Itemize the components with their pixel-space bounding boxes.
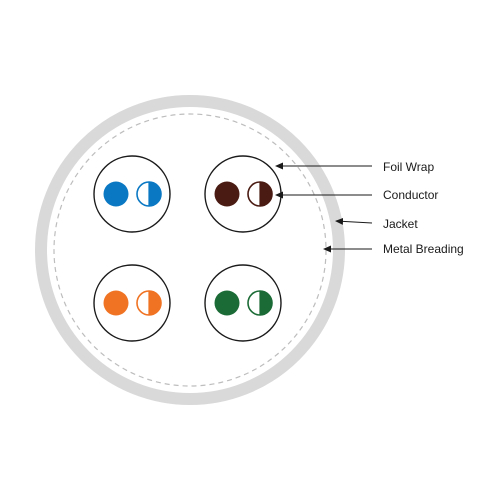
green-pair	[204, 264, 282, 342]
green-pair-foil-wrap	[204, 264, 282, 342]
brown-pair	[204, 155, 282, 233]
orange-pair-solid-conductor	[103, 290, 129, 316]
orange-pair	[93, 264, 171, 342]
metal-breading-label: Metal Breading	[383, 242, 464, 256]
orange-pair-foil-wrap	[93, 264, 171, 342]
brown-pair-half-conductor-fill	[260, 182, 272, 206]
jacket-label: Jacket	[383, 217, 418, 231]
blue-pair	[93, 155, 171, 233]
jacket-ring	[35, 95, 345, 405]
conductor-label: Conductor	[383, 188, 439, 202]
green-pair-half-conductor-fill	[260, 291, 272, 315]
foil-wrap-label: Foil Wrap	[383, 160, 435, 174]
orange-pair-half-conductor-fill	[149, 291, 161, 315]
brown-pair-solid-conductor	[214, 181, 240, 207]
blue-pair-solid-conductor	[103, 181, 129, 207]
jacket-leader	[335, 217, 373, 225]
green-pair-solid-conductor	[214, 290, 240, 316]
blue-pair-half-conductor-fill	[149, 182, 161, 206]
metal-breading-ring	[53, 113, 327, 387]
pair-group	[93, 155, 282, 342]
blue-pair-foil-wrap	[93, 155, 171, 233]
